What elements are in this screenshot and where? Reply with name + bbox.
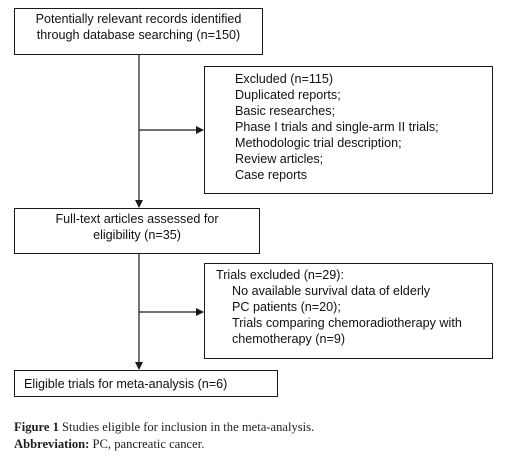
excluded-records-box: Excluded (n=115) Duplicated reports; Bas… (204, 66, 493, 194)
figure-label: Figure 1 (14, 420, 59, 434)
figure-caption-text: Studies eligible for inclusion in the me… (58, 420, 315, 434)
eligible-trials-box: Eligible trials for meta-analysis (n=6) (14, 370, 278, 397)
fulltext-line-1: Full-text articles assessed for (55, 212, 219, 226)
excluded-heading: Excluded (n=115) (235, 72, 334, 86)
abbreviation-note: Abbreviation: PC, pancreatic cancer. (14, 436, 204, 452)
fulltext-line-2: eligibility (n=35) (93, 228, 181, 242)
records-line-1: Potentially relevant records identified (35, 12, 242, 26)
trials-excluded-heading: Trials excluded (n=29): (216, 268, 344, 282)
excluded-reason-6: Case reports (235, 168, 308, 182)
trials-excluded-reason-2a: Trials comparing chemoradiotherapy with (232, 316, 462, 330)
fulltext-assessed-box: Full-text articles assessed for eligibil… (14, 208, 260, 254)
records-identified-box: Potentially relevant records identified … (14, 8, 263, 55)
excluded-reason-2: Basic researches; (235, 104, 336, 118)
abbreviation-text: PC, pancreatic cancer. (89, 437, 205, 451)
trials-excluded-reason-2b: chemotherapy (n=9) (232, 332, 346, 346)
excluded-reason-5: Review articles; (235, 152, 324, 166)
excluded-reason-3: Phase I trials and single-arm II trials; (235, 120, 439, 134)
excluded-reason-1: Duplicated reports; (235, 88, 341, 102)
abbreviation-label: Abbreviation: (14, 437, 90, 451)
excluded-reason-4: Methodologic trial description; (235, 136, 402, 150)
trials-excluded-reason-1b: PC patients (n=20); (232, 300, 341, 314)
eligible-label: Eligible trials for meta-analysis (n=6) (24, 377, 228, 391)
records-line-2: through database searching (n=150) (36, 28, 241, 42)
figure-caption: Figure 1 Studies eligible for inclusion … (14, 419, 314, 435)
trials-excluded-reason-1a: No available survival data of elderly (232, 284, 431, 298)
trials-excluded-box: Trials excluded (n=29): No available sur… (204, 263, 493, 359)
